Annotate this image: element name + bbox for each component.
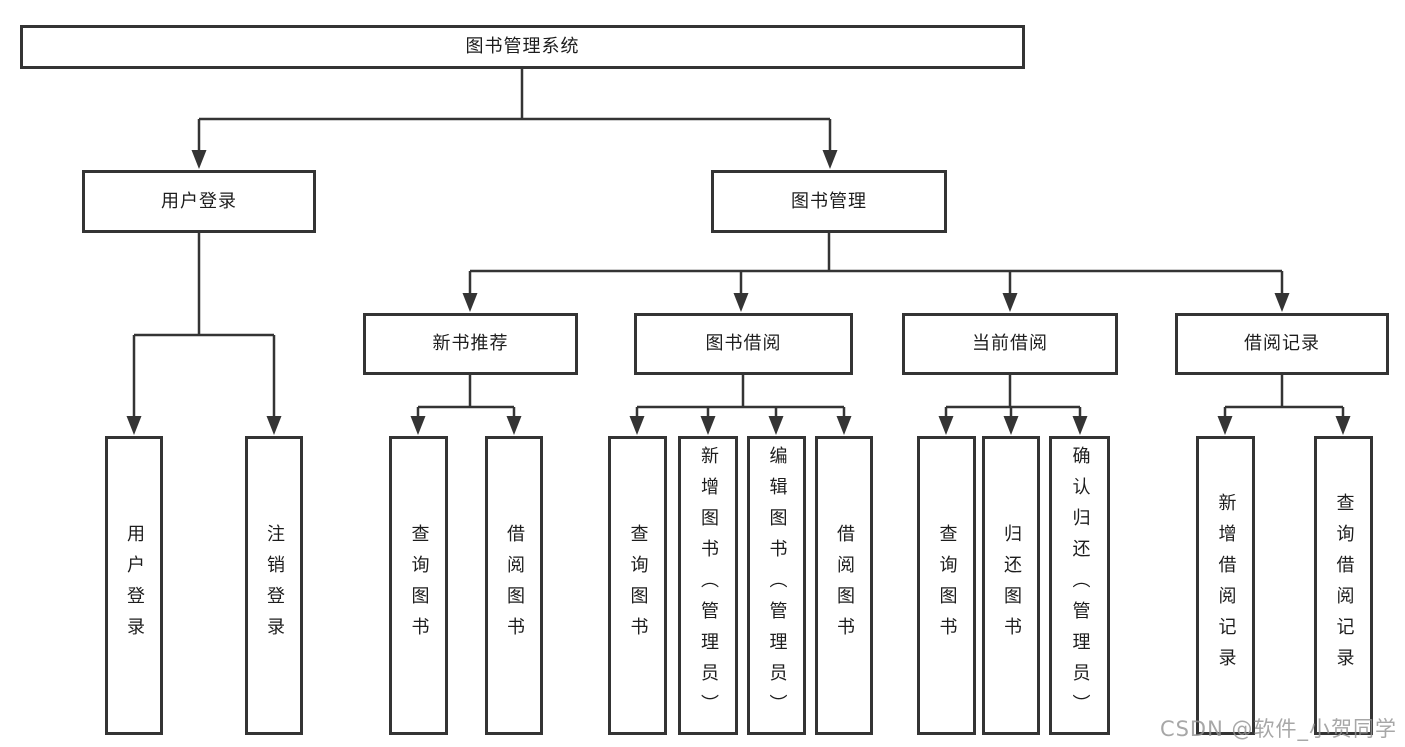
- arrowhead: [1274, 293, 1290, 312]
- arrowhead: [410, 416, 426, 435]
- node-user-login-label: 用户登录: [161, 190, 237, 212]
- node-current-return-books: 归还图书: [982, 436, 1040, 735]
- arrowheads: [126, 150, 1351, 435]
- node-book-borrow-label: 图书借阅: [705, 333, 782, 355]
- connector-book-borrow-branch: [635, 375, 846, 420]
- arrowhead: [938, 416, 954, 435]
- connector-current-borrow-branch: [944, 375, 1082, 420]
- node-records-add-record-label: 新增借阅记录: [1215, 492, 1237, 679]
- connector-new-book-branch: [416, 375, 516, 420]
- node-recommend-query-books-label: 查询图书: [408, 523, 430, 648]
- node-user-login: 用户登录: [82, 170, 316, 233]
- node-borrow-edit-books-admin: 编辑图书（管理员）: [747, 436, 806, 735]
- arrowhead: [266, 416, 282, 435]
- node-new-book-recommend: 新书推荐: [363, 313, 578, 375]
- node-records-query-record: 查询借阅记录: [1314, 436, 1373, 735]
- node-current-query-books-label: 查询图书: [936, 523, 958, 648]
- node-recommend-borrow-books-label: 借阅图书: [504, 523, 525, 648]
- arrowhead: [1072, 416, 1088, 435]
- arrowhead: [733, 293, 749, 312]
- arrowhead: [822, 150, 838, 169]
- connector-book-management-branch: [468, 233, 1284, 297]
- node-library-system-label: 图书管理系统: [465, 36, 580, 58]
- node-records-add-record: 新增借阅记录: [1196, 436, 1255, 735]
- node-borrow-borrow-books-label: 借阅图书: [834, 523, 855, 648]
- node-borrow-add-books-admin-label: 新增图书（管理员）: [698, 446, 719, 725]
- arrowhead: [700, 416, 716, 435]
- connector-root-to-level2: [197, 68, 832, 153]
- node-borrow-query-books: 查询图书: [608, 436, 667, 735]
- node-borrow-edit-books-admin-label: 编辑图书（管理员）: [766, 446, 788, 725]
- arrowhead: [629, 416, 645, 435]
- arrowhead: [768, 416, 784, 435]
- node-borrow-query-books-label: 查询图书: [627, 523, 649, 648]
- node-current-return-books-label: 归还图书: [1001, 523, 1022, 648]
- node-recommend-query-books: 查询图书: [389, 436, 448, 735]
- arrowhead: [462, 293, 478, 312]
- node-borrow-records: 借阅记录: [1175, 313, 1389, 375]
- node-new-book-recommend-label: 新书推荐: [432, 333, 509, 355]
- node-current-confirm-return-admin-label: 确认归还（管理员）: [1069, 446, 1091, 725]
- csdn-watermark: CSDN @软件_小贺同学: [1159, 717, 1397, 741]
- arrowhead: [126, 416, 142, 435]
- node-logout-action-label: 注销登录: [264, 523, 285, 648]
- arrowhead: [1002, 293, 1018, 312]
- node-logout-action: 注销登录: [245, 436, 303, 735]
- node-book-management-label: 图书管理: [791, 190, 867, 212]
- node-borrow-records-label: 借阅记录: [1244, 333, 1320, 355]
- arrowhead: [1003, 416, 1019, 435]
- node-borrow-add-books-admin: 新增图书（管理员）: [678, 436, 738, 735]
- node-borrow-borrow-books: 借阅图书: [815, 436, 873, 735]
- connector-borrow-record-branch: [1223, 375, 1345, 420]
- node-recommend-borrow-books: 借阅图书: [485, 436, 543, 735]
- node-user-login-action: 用户登录: [105, 436, 163, 735]
- node-book-management: 图书管理: [711, 170, 947, 233]
- node-current-confirm-return-admin: 确认归还（管理员）: [1049, 436, 1110, 735]
- node-current-query-books: 查询图书: [917, 436, 976, 735]
- node-book-borrow: 图书借阅: [634, 313, 853, 375]
- node-current-borrow-label: 当前借阅: [972, 333, 1048, 355]
- arrowhead: [506, 416, 522, 435]
- arrowhead: [836, 416, 852, 435]
- arrowhead: [1217, 416, 1233, 435]
- node-library-system: 图书管理系统: [20, 25, 1025, 69]
- connector-lines: [132, 68, 1345, 420]
- arrowhead: [191, 150, 207, 169]
- node-records-query-record-label: 查询借阅记录: [1333, 492, 1355, 679]
- node-user-login-action-label: 用户登录: [124, 523, 145, 648]
- connector-user-login-branch: [132, 233, 276, 420]
- arrowhead: [1335, 416, 1351, 435]
- node-current-borrow: 当前借阅: [902, 313, 1118, 375]
